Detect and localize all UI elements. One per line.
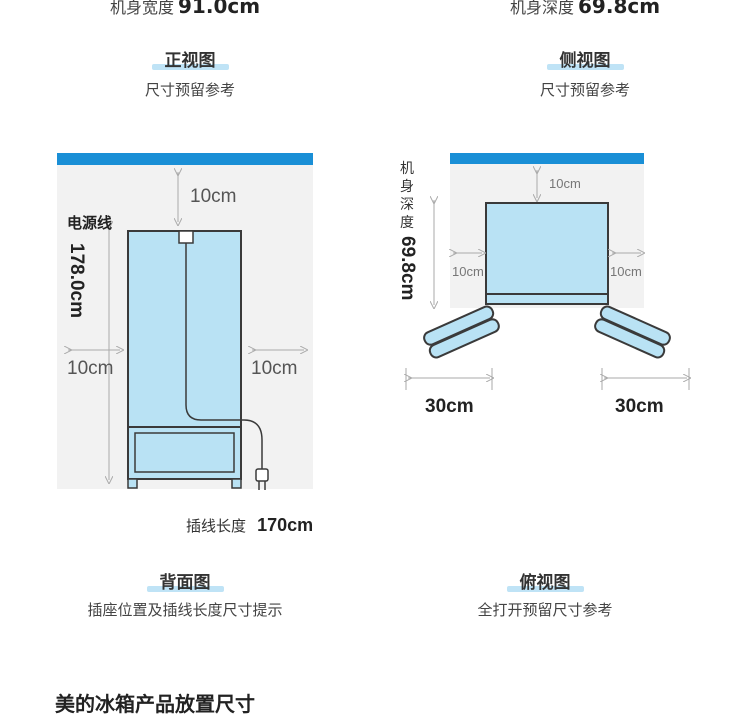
top-view-depth-caption: 机身深度 — [400, 161, 414, 231]
top-view-right-gap-label: 10cm — [610, 264, 642, 279]
top-view-title: 俯视图 — [490, 568, 600, 593]
top-fridge-body — [485, 202, 609, 295]
back-foot-left — [127, 478, 138, 489]
back-view-drawing — [57, 153, 313, 490]
plug-length: 插线长度 170cm — [186, 515, 313, 536]
front-view-subtitle: 尺寸预留参考 — [144, 81, 235, 99]
footer-partial-heading: 美的冰箱产品放置尺寸 — [55, 692, 255, 716]
plug-length-label: 插线长度 — [186, 517, 247, 535]
back-view-title: 背面图 — [130, 568, 240, 593]
back-view-subtitle: 插座位置及插线长度尺寸提示 — [87, 601, 283, 619]
top-wall-bar — [450, 153, 644, 164]
top-view-left-gap-label: 10cm — [452, 264, 484, 279]
right-door-open — [594, 305, 671, 359]
back-foot-right — [231, 478, 242, 489]
back-left-gap-label: 10cm — [67, 358, 114, 379]
plug-length-value: 170cm — [257, 515, 314, 535]
top-view-top-gap-label: 10cm — [549, 176, 581, 191]
back-top-gap-label: 10cm — [190, 186, 237, 207]
back-wall-bar — [57, 153, 313, 165]
back-fridge-base — [127, 426, 242, 480]
back-right-gap-label: 10cm — [251, 358, 298, 379]
power-plug — [255, 468, 269, 482]
power-socket — [178, 230, 194, 244]
front-view-title: 正视图 — [135, 46, 245, 71]
side-view-subtitle: 尺寸预留参考 — [539, 81, 630, 99]
left-door-open — [423, 305, 500, 359]
back-fridge-body — [127, 230, 242, 428]
side-view-title: 侧视图 — [530, 46, 640, 71]
right-door-width-label: 30cm — [615, 396, 664, 417]
diagram-canvas — [57, 153, 750, 490]
front-width-value: 91.0cm — [178, 0, 261, 18]
side-depth-value: 69.8cm — [578, 0, 661, 18]
power-cord — [185, 243, 263, 470]
top-view-depth-value: 69.8cm — [397, 236, 418, 301]
back-height-label: 178.0cm — [66, 243, 87, 319]
left-door-width-label: 30cm — [425, 396, 474, 417]
power-cord-label: 电源线 — [67, 214, 113, 232]
top-view-subtitle: 全打开预留尺寸参考 — [477, 601, 613, 619]
top-view-drawing — [406, 153, 689, 390]
